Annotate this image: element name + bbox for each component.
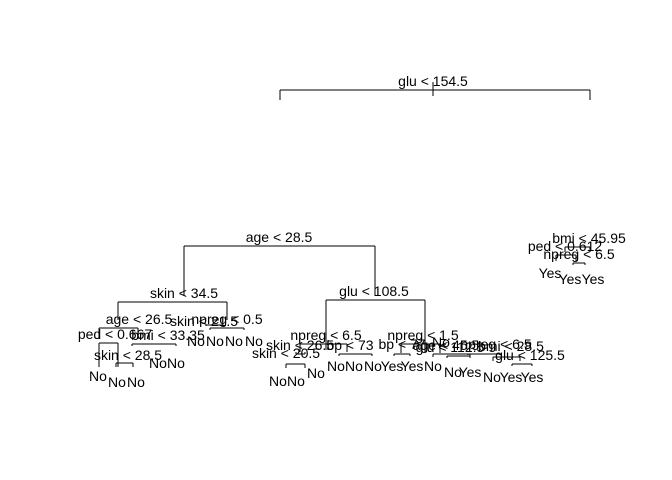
split-label-glu1: glu < 112.5 (416, 339, 485, 355)
leaf-label-l2: No (108, 374, 126, 390)
split-label-bmi285: bmi < 28.5 (478, 338, 544, 354)
leaf-label-l21: Yes (459, 364, 482, 380)
leaf-label-l16: No (424, 358, 442, 374)
split-label-age285: age < 28.5 (246, 229, 313, 245)
split-label-bmi3335: bmi < 33.35 (131, 327, 205, 343)
split-label-skin345: skin < 34.5 (150, 285, 218, 301)
leaf-label-l3: No (127, 374, 145, 390)
leaf-label-l24: Yes (521, 369, 544, 385)
leaf-label-l19: No (444, 364, 462, 380)
leaf-label-l6: No (187, 333, 205, 349)
leaf-label-l20: No (483, 369, 501, 385)
split-label-glu1085: glu < 108.5 (339, 283, 409, 299)
leaf-label-l5: No (167, 355, 185, 371)
split-label-skin2: skin < 26.5 (266, 337, 334, 353)
split-label-npreg15: npreg < 1.5 (387, 327, 458, 343)
split-label-age45: age < 45.5 (413, 337, 480, 353)
split-label-bmi4595: bmi < 45.95 (552, 230, 626, 246)
leaf-label-l12: No (307, 365, 325, 381)
leaf-label-l17: Yes (381, 358, 404, 374)
leaf-label-l14: No (345, 358, 363, 374)
split-label-ped0667: ped < 0.667 (78, 326, 153, 342)
split-label-skin285: skin < 28.5 (94, 347, 162, 363)
leaf-label-l10: No (269, 373, 287, 389)
leaf-label-l27: Yes (582, 271, 605, 287)
split-label-bp73: bp < 73 (326, 337, 373, 353)
split-label-npreg05: npreg < 0.5 (191, 311, 262, 327)
leaf-label-l15: No (364, 358, 382, 374)
split-label-skin1: skin < 21.5 (170, 313, 238, 329)
leaf-label-l4: No (149, 355, 167, 371)
split-label-age265: age < 26.5 (106, 311, 173, 327)
leaf-label-l7: No (206, 333, 224, 349)
split-label-bp77: bp < 77 (378, 336, 425, 352)
split-label-glu1255: glu < 125.5 (495, 347, 565, 363)
split-label-npreg65: npreg < 6.5 (290, 327, 361, 343)
leaf-label-l22: No (432, 334, 450, 350)
leaf-label-l13: No (327, 358, 345, 374)
leaf-label-l1: No (89, 368, 107, 384)
leaf-label-l9: No (245, 333, 263, 349)
leaf-label-l25: Yes (539, 265, 562, 281)
split-label-skin205: skin < 20.5 (252, 345, 320, 361)
leaf-label-l26: Yes (559, 271, 582, 287)
leaf-label-l8: No (225, 333, 243, 349)
split-label-ped0612: ped < 0.612 (528, 238, 603, 254)
tree-edges (98, 82, 591, 368)
leaf-label-l18: Yes (401, 358, 424, 374)
split-label-npreg65b: npreg < 6.5 (460, 336, 531, 352)
split-label-root: glu < 154.5 (398, 73, 468, 89)
split-label-npreg65r: npreg < 6.5 (543, 246, 614, 262)
leaf-label-l23: Yes (500, 369, 523, 385)
leaf-label-l11: No (287, 373, 305, 389)
